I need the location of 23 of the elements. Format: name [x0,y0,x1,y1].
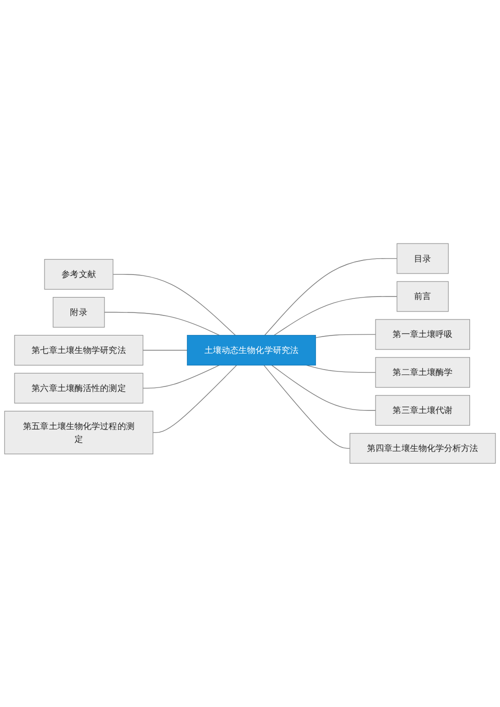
node-box [44,259,114,290]
node-box [14,372,144,404]
connector [264,258,398,336]
node-box [52,297,105,328]
node-box [396,243,449,274]
node-box [14,335,144,366]
node-box [396,281,449,312]
node-box [375,319,470,350]
connector [104,312,220,336]
node-box [4,410,154,454]
connector [271,364,376,411]
node-box [350,433,496,464]
connector [142,364,220,389]
node-box [375,395,470,426]
connector [306,364,376,373]
node-box [375,357,470,388]
connector [315,334,376,338]
node-box [186,335,316,366]
connector [264,364,350,449]
connector [152,364,237,433]
connector [142,350,188,351]
connector [274,296,398,336]
connector [112,274,236,336]
